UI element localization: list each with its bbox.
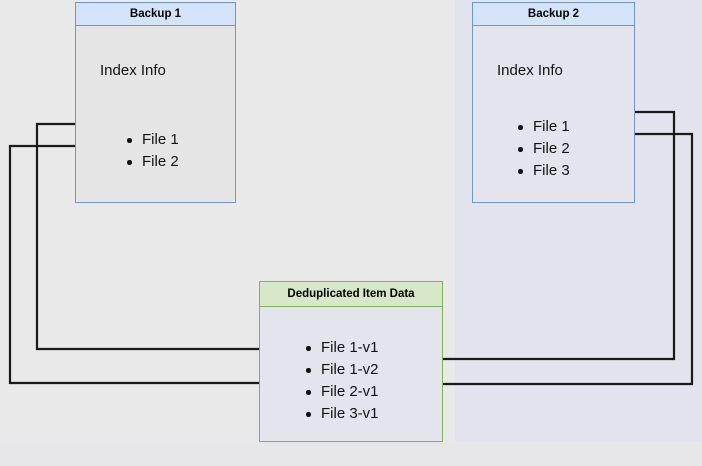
- backup1-file-item[interactable]: File 1: [126, 129, 179, 151]
- backup1-index-label: Index Info: [100, 62, 166, 79]
- diagram-canvas: Backup 1 Index Info File 1 File 2 Backup…: [8, 2, 694, 442]
- backup2-body: Index Info File 1 File 2 File 3: [473, 26, 634, 225]
- backup1-file-item[interactable]: File 2: [126, 151, 179, 173]
- backup1-box[interactable]: Backup 1 Index Info File 1 File 2: [75, 2, 236, 203]
- backup2-index-label: Index Info: [497, 62, 563, 79]
- backup2-box[interactable]: Backup 2 Index Info File 1 File 2 File 3: [472, 2, 635, 203]
- backup2-file-item[interactable]: File 3: [517, 160, 570, 182]
- backup2-file-item[interactable]: File 2: [517, 138, 570, 160]
- dedup-box[interactable]: Deduplicated Item Data File 1-v1 File 1-…: [259, 281, 443, 442]
- backup1-file-list: File 1 File 2: [126, 129, 179, 173]
- backup1-title: Backup 1: [76, 3, 235, 26]
- backup1-body: Index Info File 1 File 2: [76, 26, 235, 225]
- dedup-item-list: File 1-v1 File 1-v2 File 2-v1 File 3-v1: [305, 337, 379, 425]
- dedup-item[interactable]: File 3-v1: [305, 403, 379, 425]
- dedup-body: File 1-v1 File 1-v2 File 2-v1 File 3-v1: [260, 307, 442, 466]
- dedup-item[interactable]: File 2-v1: [305, 381, 379, 403]
- dedup-title: Deduplicated Item Data: [260, 282, 442, 307]
- backup2-title: Backup 2: [473, 3, 634, 26]
- backup2-file-item[interactable]: File 1: [517, 116, 570, 138]
- backup2-file-list: File 1 File 2 File 3: [517, 116, 570, 182]
- dedup-item[interactable]: File 1-v1: [305, 337, 379, 359]
- dedup-item[interactable]: File 1-v2: [305, 359, 379, 381]
